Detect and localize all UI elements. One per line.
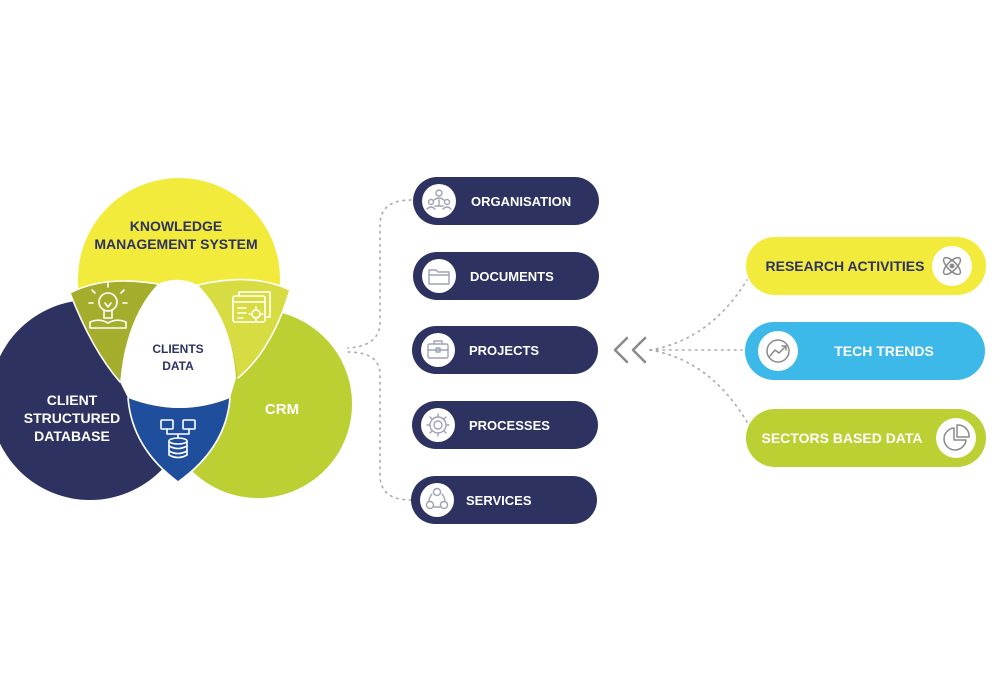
category-pill-processes[interactable]: PROCESSES bbox=[412, 401, 598, 449]
database-crm-intersection bbox=[128, 398, 230, 482]
service-cycle-icon bbox=[425, 487, 449, 510]
kms-label-line1: KNOWLEDGE bbox=[130, 218, 223, 234]
source-label: RESEARCH ACTIVITIES bbox=[766, 258, 925, 274]
pill-background bbox=[411, 476, 597, 524]
source-list: RESEARCH ACTIVITIES TECH TRENDS SECTORS … bbox=[745, 237, 986, 467]
atom-icon bbox=[942, 256, 962, 276]
source-pill-research-activities[interactable]: RESEARCH ACTIVITIES bbox=[746, 237, 986, 295]
left-bracket-connector bbox=[347, 199, 412, 501]
source-pill-sectors-based-data[interactable]: SECTORS BASED DATA bbox=[746, 409, 986, 467]
category-list: ORGANISATION DOCUMENTS PROJECTS bbox=[411, 177, 599, 524]
kms-database-intersection bbox=[70, 281, 158, 382]
pill-icon-circle bbox=[421, 408, 455, 442]
csd-label-line1: CLIENT bbox=[47, 392, 98, 408]
dotted-connector bbox=[649, 279, 748, 351]
pill-icon-circle bbox=[422, 259, 456, 293]
csd-label-line3: DATABASE bbox=[34, 428, 110, 444]
source-connectors bbox=[649, 279, 748, 423]
separator-line bbox=[127, 397, 179, 483]
browser-gear-icon bbox=[232, 291, 271, 323]
pill-icon-circle bbox=[758, 331, 798, 371]
category-label: DOCUMENTS bbox=[470, 269, 554, 284]
double-chevron-left-icon bbox=[613, 336, 647, 364]
source-label: SECTORS BASED DATA bbox=[761, 430, 922, 446]
database-network-icon bbox=[160, 419, 196, 459]
briefcase-icon bbox=[427, 340, 449, 359]
lightbulb-book-icon bbox=[88, 282, 128, 329]
people-hierarchy-icon bbox=[426, 189, 452, 210]
category-pill-organisation[interactable]: ORGANISATION bbox=[413, 177, 599, 225]
pill-background bbox=[412, 326, 598, 374]
dotted-connector bbox=[347, 199, 412, 349]
venn-diagram: KNOWLEDGE MANAGEMENT SYSTEM CLIENT STRUC… bbox=[0, 178, 352, 500]
pill-background bbox=[413, 252, 599, 300]
source-label: TECH TRENDS bbox=[834, 343, 934, 359]
center-label-line1: CLIENTS bbox=[152, 342, 203, 356]
separator-line bbox=[69, 280, 159, 294]
csd-label-line2: STRUCTURED bbox=[24, 410, 120, 426]
pill-background bbox=[412, 401, 598, 449]
category-label: SERVICES bbox=[466, 493, 532, 508]
pill-background bbox=[745, 322, 985, 380]
pill-background bbox=[746, 409, 986, 467]
category-pill-projects[interactable]: PROJECTS bbox=[412, 326, 598, 374]
separator-line bbox=[237, 289, 291, 379]
separator-line bbox=[69, 292, 121, 383]
category-pill-services[interactable]: SERVICES bbox=[411, 476, 597, 524]
crm-label: CRM bbox=[265, 401, 299, 418]
pill-background bbox=[413, 177, 599, 225]
category-label: ORGANISATION bbox=[471, 194, 571, 209]
dotted-connector bbox=[649, 349, 748, 423]
folder-icon bbox=[428, 269, 450, 285]
category-label: PROCESSES bbox=[469, 418, 550, 433]
trend-line-icon bbox=[766, 339, 790, 363]
clients-data-center bbox=[120, 279, 236, 408]
gear-icon bbox=[426, 413, 450, 437]
pill-background bbox=[746, 237, 986, 295]
kms-label-line2: MANAGEMENT SYSTEM bbox=[94, 236, 257, 252]
pill-icon-circle bbox=[936, 418, 976, 458]
separator-line bbox=[197, 278, 291, 291]
category-label: PROJECTS bbox=[469, 343, 539, 358]
dotted-connector bbox=[347, 351, 412, 501]
separator-line bbox=[177, 397, 231, 483]
source-pill-tech-trends[interactable]: TECH TRENDS bbox=[745, 322, 985, 380]
kms-crm-intersection bbox=[198, 279, 290, 378]
category-pill-documents[interactable]: DOCUMENTS bbox=[413, 252, 599, 300]
center-label-line2: DATA bbox=[162, 359, 194, 373]
pie-chart-icon bbox=[943, 424, 970, 451]
